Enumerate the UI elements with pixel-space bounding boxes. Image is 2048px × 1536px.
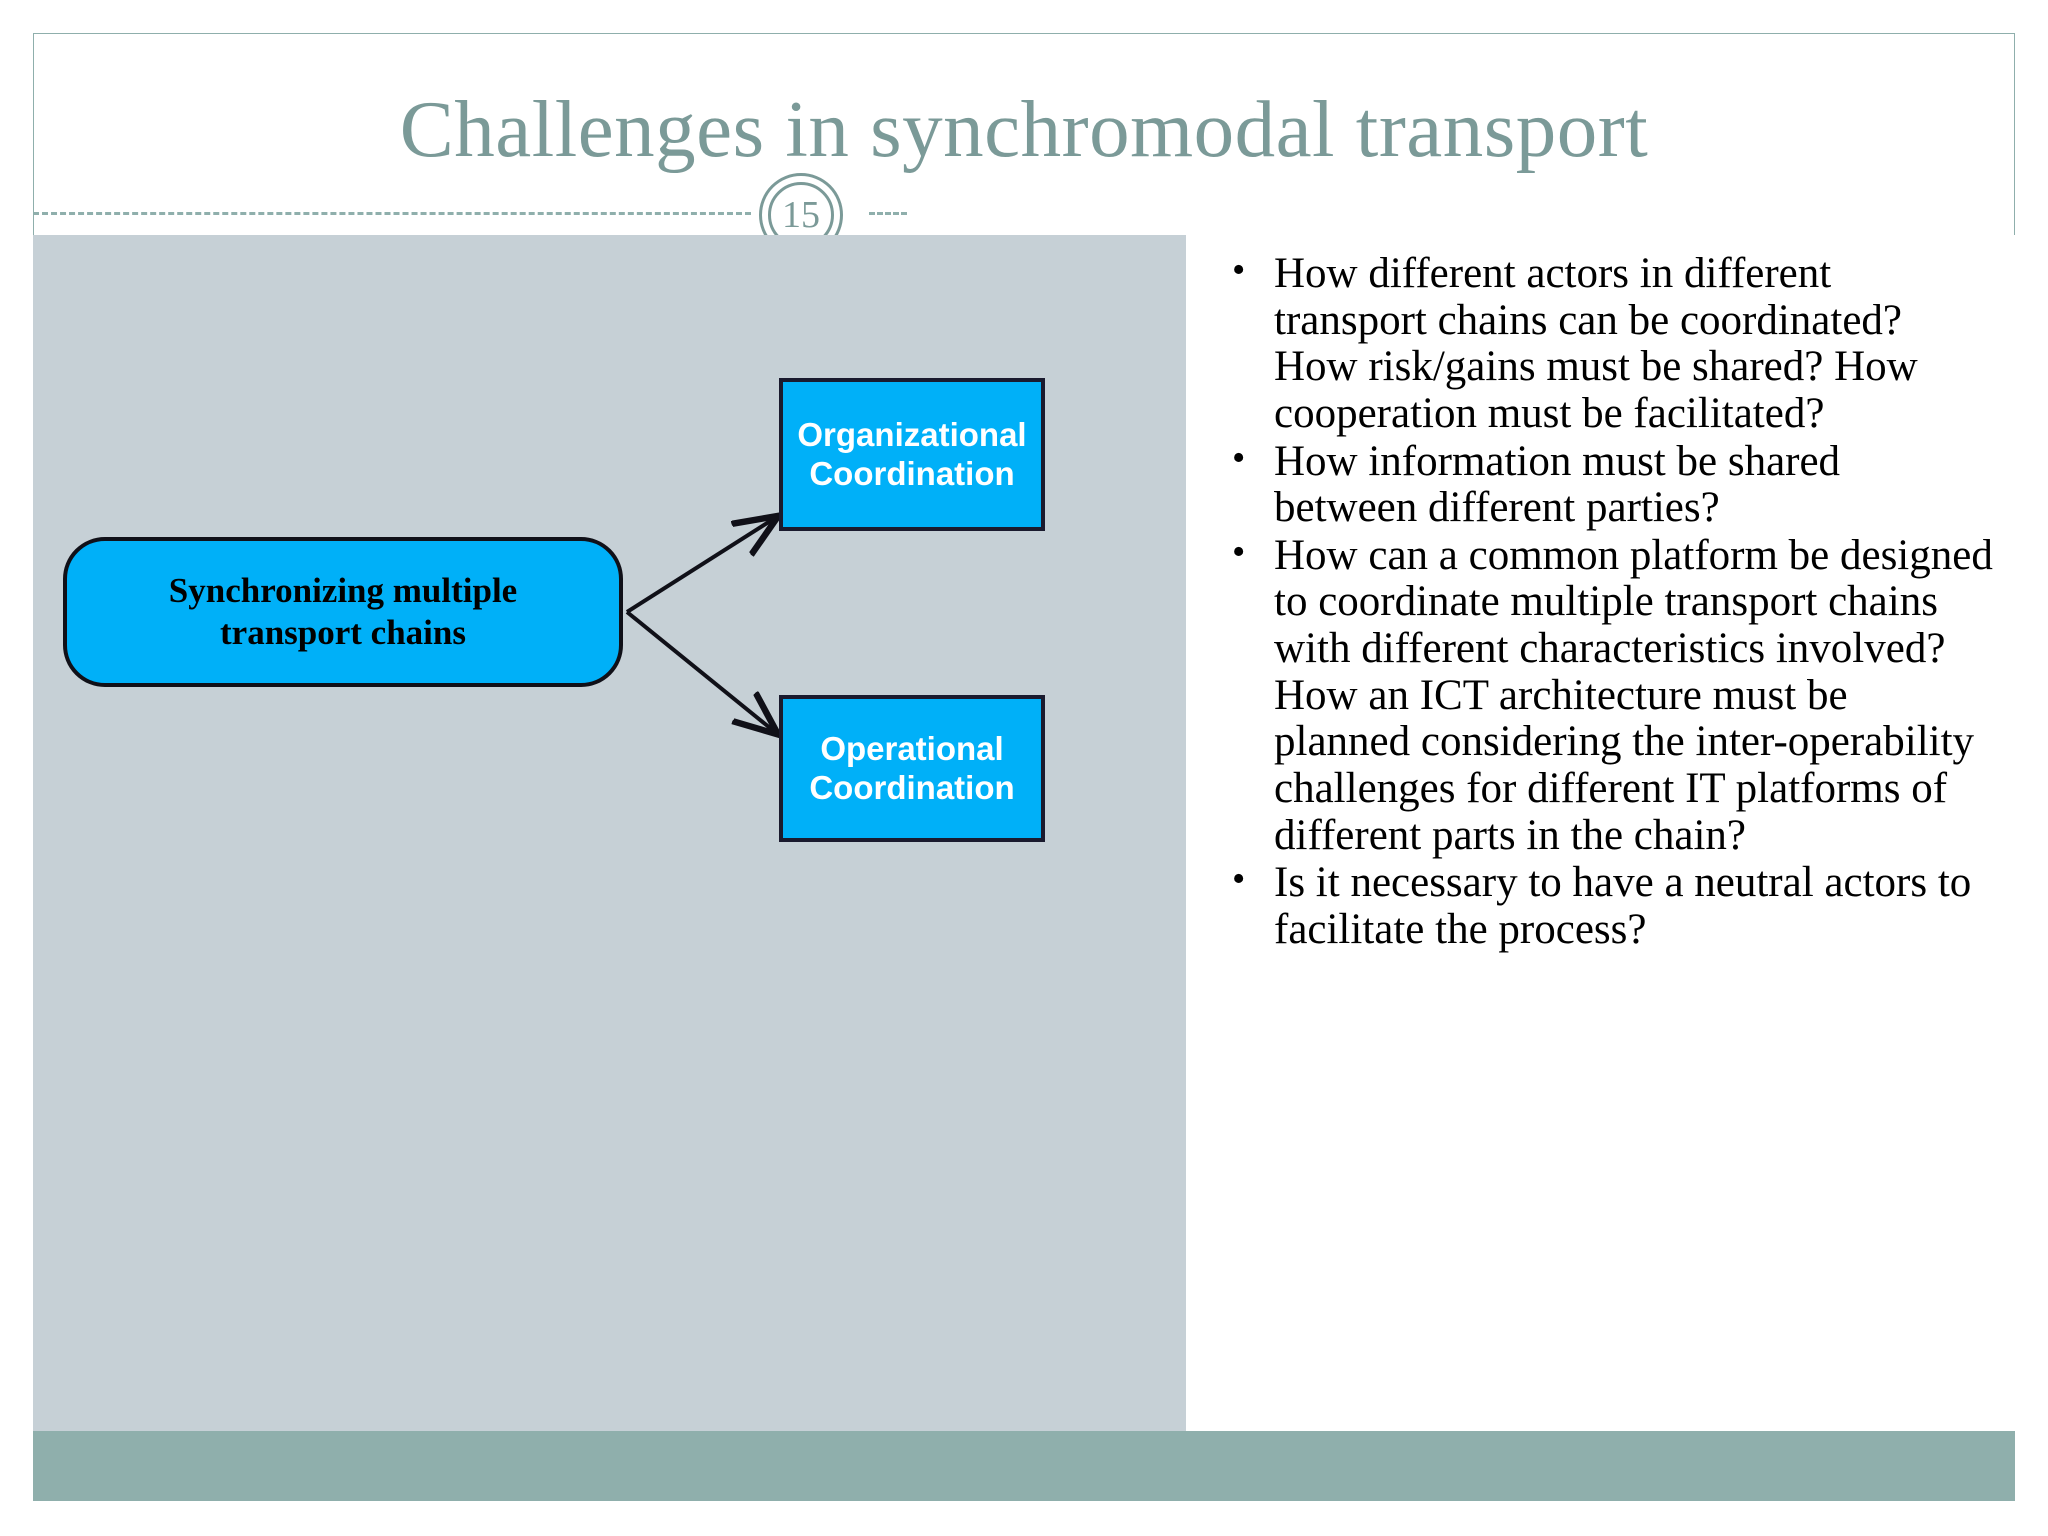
slide-border-right <box>2014 33 2015 281</box>
shape-operational-coordination[interactable]: Operational Coordination <box>779 695 1045 842</box>
shape-organizational-coordination[interactable]: Organizational Coordination <box>779 378 1045 531</box>
divider-dashed-right <box>869 212 907 215</box>
shape-label-line2: Coordination <box>809 768 1015 806</box>
shape-label-line1: Organizational <box>797 415 1027 453</box>
list-item: How different actors in different transp… <box>1224 248 1993 438</box>
slide-canvas: Challenges in synchromodal transport 15 … <box>33 33 2015 1501</box>
shape-label-line2: Coordination <box>809 454 1015 492</box>
list-item: How information must be shared between d… <box>1224 436 1993 532</box>
divider-dashed-left <box>33 212 751 215</box>
shape-label-line1: Operational <box>820 729 1004 767</box>
bullet-panel: How different actors in different transp… <box>1186 235 2015 1431</box>
list-item: How can a common platform be designed to… <box>1224 530 1993 859</box>
bullet-list: How different actors in different transp… <box>1186 248 2015 954</box>
shape-label-line1: Synchronizing multiple <box>168 571 518 610</box>
slide-border-top <box>33 33 2015 34</box>
slide-border-left <box>33 33 34 248</box>
list-item: Is it necessary to have a neutral actors… <box>1224 857 1993 953</box>
page-title: Challenges in synchromodal transport <box>399 84 1649 174</box>
shape-label-line2: transport chains <box>220 613 466 652</box>
shape-synchronizing-multiple-transport-chains[interactable]: Synchronizing multiple transport chains <box>63 537 623 687</box>
footer-bar <box>33 1431 2015 1501</box>
diagram-panel: Synchronizing multiple transport chains … <box>33 235 1186 1431</box>
